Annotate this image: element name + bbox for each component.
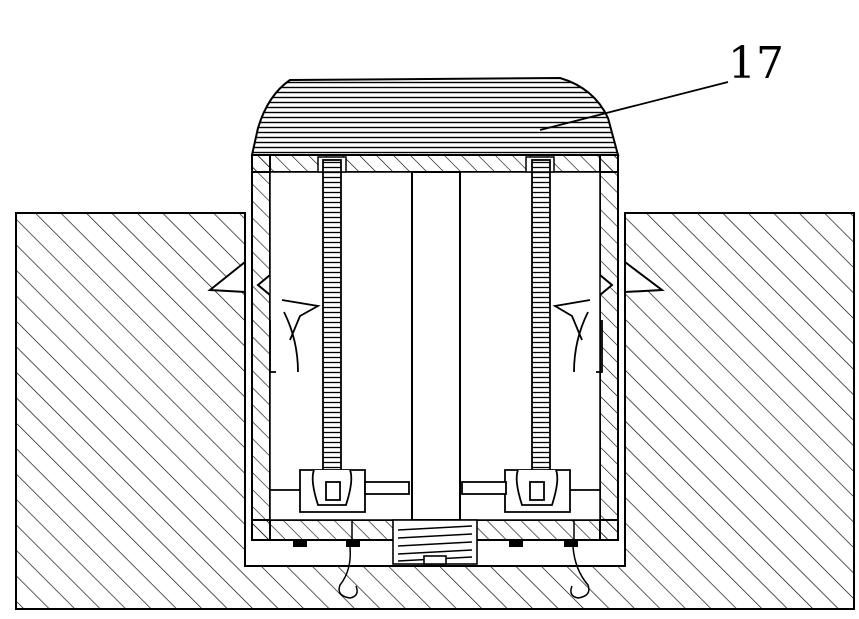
callout-label-17: 17 xyxy=(728,38,784,89)
wires xyxy=(338,546,590,599)
right-pawl xyxy=(552,299,603,373)
right-rack xyxy=(531,159,551,506)
bottom-right-gear xyxy=(461,469,600,513)
left-rack xyxy=(322,159,342,506)
base-block xyxy=(15,212,855,610)
central-spring xyxy=(392,519,478,565)
central-shaft xyxy=(411,171,461,521)
bottom-left-gear xyxy=(270,469,410,513)
cap xyxy=(250,76,620,156)
bottom-studs xyxy=(293,520,578,547)
callout-17: 17 xyxy=(539,38,784,131)
left-pawl xyxy=(269,299,321,373)
